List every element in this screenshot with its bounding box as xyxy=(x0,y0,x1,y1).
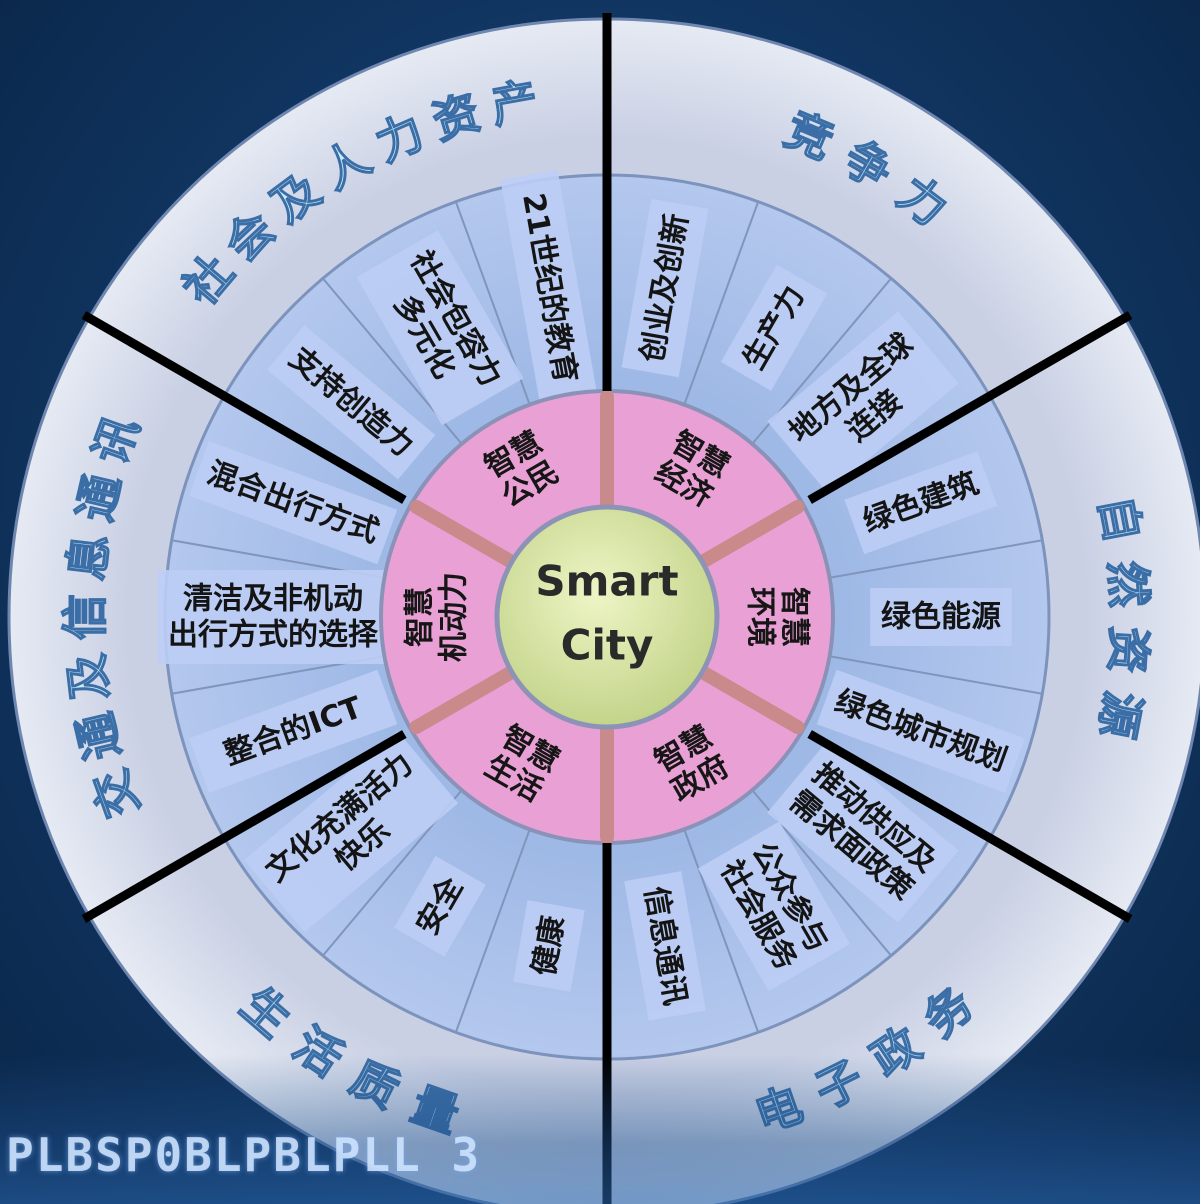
category-title-char: 产 xyxy=(487,73,542,134)
category-title-char: 自 xyxy=(1089,492,1151,547)
category-title-char: 源 xyxy=(1089,687,1151,742)
category-title-char: 息 xyxy=(59,531,118,583)
hub-label-text: 智慧 xyxy=(403,587,438,647)
item-label-text: 绿色能源 xyxy=(881,600,1001,635)
item-label-box xyxy=(697,821,851,992)
hub-label: 智慧机动力 xyxy=(403,572,472,662)
hub-label-text: 环境 xyxy=(743,587,778,647)
item-label-box xyxy=(158,570,388,664)
item-label-box xyxy=(356,230,524,426)
item-label: 创业及创新 xyxy=(621,198,709,378)
sub-divider-line xyxy=(683,829,760,1033)
category-title-char: 及 xyxy=(59,651,118,703)
item-label-box xyxy=(767,740,959,923)
item-label-box xyxy=(500,169,598,407)
item-label: 信息通讯 xyxy=(624,871,706,1021)
sub-divider-line xyxy=(454,829,531,1033)
background-digits: PLBSP0BLPBLPLL 3 xyxy=(6,1128,482,1182)
hub-divider xyxy=(696,666,805,734)
item-label-box xyxy=(189,441,398,565)
category-divider xyxy=(807,311,1133,504)
item-label: 安全 xyxy=(394,855,486,957)
hub-label-text: 智慧 xyxy=(777,587,812,647)
center-circle xyxy=(494,504,720,730)
center-title-line2: City xyxy=(561,621,654,670)
item-label-box xyxy=(621,198,709,378)
item-label-box xyxy=(189,669,398,793)
item-label-box xyxy=(394,855,486,957)
category-title-char: 资 xyxy=(1100,625,1157,674)
hub-divider xyxy=(696,500,805,568)
sub-divider-line xyxy=(683,201,760,405)
item-label-box xyxy=(844,451,998,555)
item-label-box xyxy=(624,871,706,1021)
hub-label-text: 机动力 xyxy=(437,572,472,662)
item-label-box xyxy=(513,900,585,992)
category-divider xyxy=(807,730,1133,923)
item-label-box xyxy=(816,669,1025,793)
sub-divider-line xyxy=(829,655,1043,695)
item-label-box xyxy=(267,325,436,480)
item-label-box xyxy=(767,311,959,494)
item-label-text: 清洁及非机动 xyxy=(183,582,363,617)
center-title-line1: Smart xyxy=(535,557,678,606)
category-divider xyxy=(81,730,407,923)
item-label: 绿色能源 xyxy=(870,588,1012,646)
category-title-char: 信 xyxy=(58,594,112,640)
item-label-text: 出行方式的选择 xyxy=(168,618,379,653)
category-divider xyxy=(81,311,407,504)
category-title-char: 然 xyxy=(1100,560,1157,609)
sub-divider-line xyxy=(829,539,1043,579)
hub-divider xyxy=(409,500,518,568)
hub-divider xyxy=(409,666,518,734)
background-digits-strip: PLBSP0BLPBLPLL 3 xyxy=(0,1054,1200,1204)
item-label-box xyxy=(244,731,459,933)
item-label-box xyxy=(870,588,1012,646)
item-label-box xyxy=(720,264,828,391)
item-label: 健康 xyxy=(513,900,585,992)
segment-group: 创业及创新生产力地方及全球连接绿色建筑绿色能源绿色城市规划推动供应及需求面政策公… xyxy=(158,169,1043,1033)
